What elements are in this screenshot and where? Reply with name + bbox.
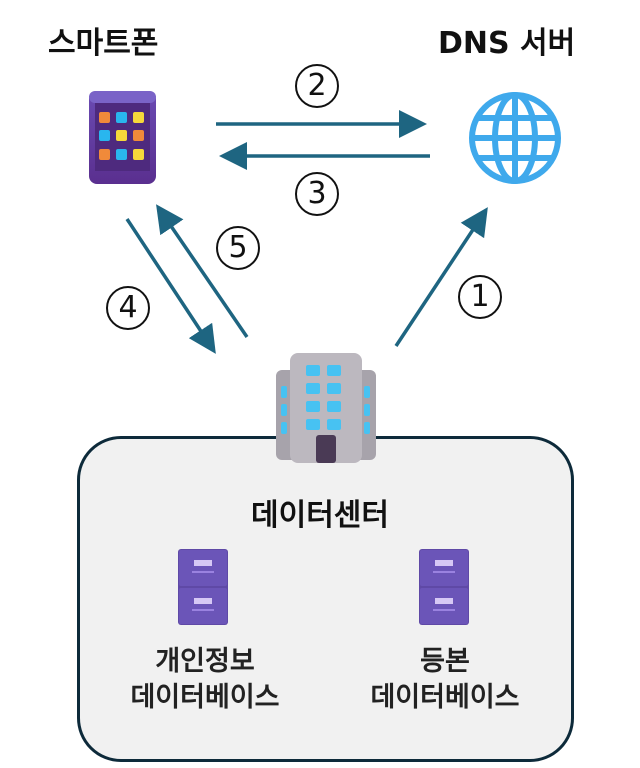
- datacenter-label: 데이터센터: [251, 498, 389, 533]
- database-label-line2: 데이터베이스: [370, 682, 520, 713]
- database-label-registry: 등본 데이터베이스: [340, 644, 550, 716]
- step-number-4: 4: [106, 286, 150, 330]
- arrow-step-4: [125, 218, 216, 354]
- smartphone-label: 스마트폰: [48, 26, 159, 61]
- datacenter-container: [77, 436, 574, 762]
- step-number-5: 5: [216, 226, 260, 270]
- step-number-2: 2: [295, 64, 339, 108]
- step-number-1: 1: [458, 275, 502, 319]
- database-label-personal: 개인정보 데이터베이스: [100, 644, 310, 716]
- step-number-3: 3: [295, 172, 339, 216]
- database-label-line1: 등본: [420, 646, 470, 677]
- dns-server-label: DNS 서버: [438, 26, 576, 61]
- database-label-line2: 데이터베이스: [130, 682, 280, 713]
- database-label-line1: 개인정보: [155, 646, 255, 677]
